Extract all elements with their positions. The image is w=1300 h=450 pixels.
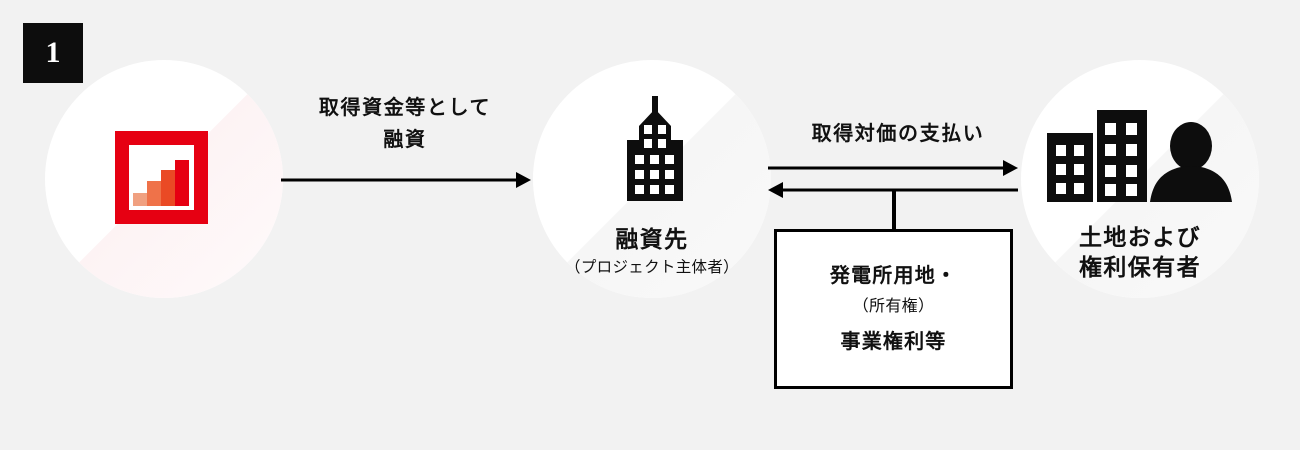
short-building bbox=[1047, 133, 1093, 202]
asset-box: 発電所用地・ （所有権） 事業権利等 bbox=[774, 229, 1013, 389]
chart-icon-bars bbox=[133, 160, 191, 206]
chart-bar-3 bbox=[161, 170, 175, 206]
arrow-shaft bbox=[281, 178, 518, 182]
arrow-shaft bbox=[768, 166, 1005, 170]
flow-label-financing-line2: 融資 bbox=[383, 129, 427, 152]
chart-bar-1 bbox=[133, 193, 147, 206]
bar-chart-icon bbox=[115, 131, 208, 224]
asset-box-line1: 発電所用地・ bbox=[829, 265, 958, 288]
buildings-and-person-icon bbox=[1047, 110, 1237, 202]
flow-label-financing-line1: 取得資金等として bbox=[318, 97, 492, 119]
arrow-financing-right bbox=[281, 172, 531, 188]
node-borrower-caption: 融資先 （プロジェクト主体者） bbox=[533, 224, 771, 280]
node-landowner-caption: 土地および 権利保有者 bbox=[1021, 222, 1259, 283]
asset-box-line2: （所有権） bbox=[852, 298, 935, 316]
chart-bar-4 bbox=[175, 160, 189, 206]
arrow-asset-transfer-left bbox=[768, 182, 1018, 198]
arrow-head-right-icon bbox=[516, 172, 531, 188]
node-landowner-title-line2: 権利保有者 bbox=[1079, 254, 1201, 281]
person-silhouette bbox=[1150, 122, 1232, 202]
flow-label-payment: 取得対価の支払い bbox=[762, 118, 1034, 150]
asset-box-connector-line bbox=[892, 189, 896, 231]
flow-label-financing: 取得資金等として 融資 bbox=[276, 92, 534, 157]
asset-box-line3: 事業権利等 bbox=[840, 330, 947, 353]
arrow-head-right-icon bbox=[1003, 160, 1018, 176]
flow-label-payment-line1: 取得対価の支払い bbox=[811, 123, 985, 145]
arrow-shaft bbox=[781, 188, 1018, 192]
node-borrower-subtitle: （プロジェクト主体者） bbox=[565, 259, 739, 277]
step-number-badge: 1 bbox=[23, 23, 83, 83]
arrow-payment-right bbox=[768, 160, 1018, 176]
chart-icon-frame bbox=[115, 131, 208, 224]
office-tower-icon bbox=[613, 96, 697, 201]
node-landowner-title-line1: 土地および bbox=[1079, 224, 1201, 250]
node-borrower-title: 融資先 bbox=[615, 226, 689, 252]
tall-building bbox=[1097, 110, 1147, 202]
arrow-head-left-icon bbox=[768, 182, 783, 198]
chart-bar-2 bbox=[147, 181, 161, 206]
